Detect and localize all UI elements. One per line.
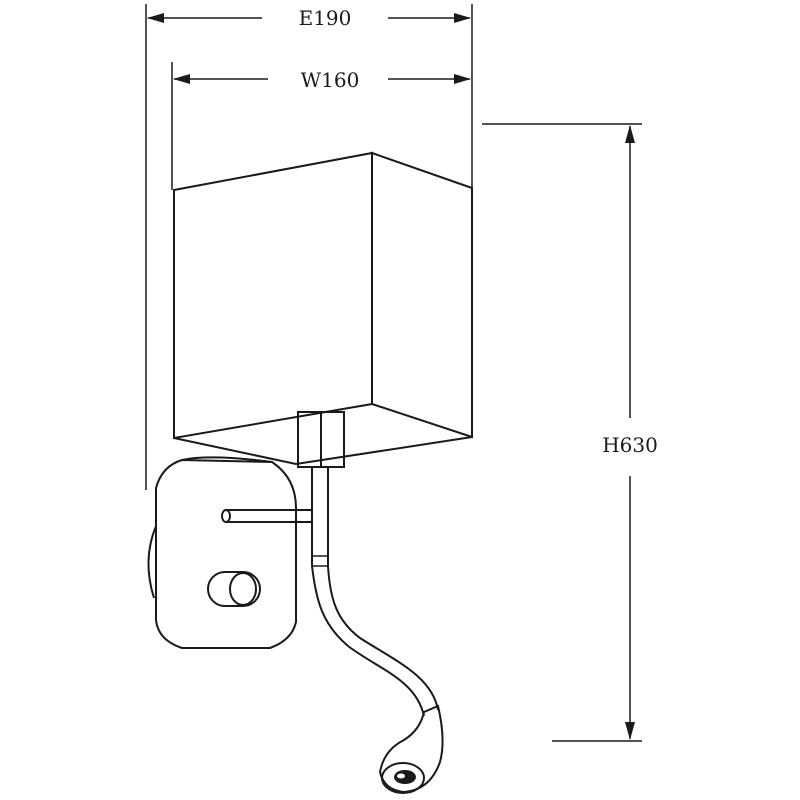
reading-light-head xyxy=(378,704,444,794)
switch-knob xyxy=(229,572,257,606)
label-e190: E190 xyxy=(299,6,352,30)
dimension-w160: W160 xyxy=(171,62,471,190)
gooseneck-right-edge xyxy=(327,565,439,711)
reading-head-lens-rim xyxy=(381,762,425,794)
backplate-outline xyxy=(155,458,297,649)
reading-head-body xyxy=(378,704,444,794)
connecting-arm-end xyxy=(221,509,231,523)
arrowhead-w-right xyxy=(454,74,471,84)
backplate-rear-rim xyxy=(181,456,273,463)
reading-head-lens-highlight xyxy=(397,773,405,779)
shade-side-face xyxy=(371,151,473,439)
arrowhead-e-right xyxy=(454,13,471,23)
label-h630: H630 xyxy=(602,433,658,457)
wall-backplate xyxy=(147,456,312,649)
dimension-h630: H630 xyxy=(482,123,658,742)
rocker-switch xyxy=(207,571,261,607)
arrowhead-w-left xyxy=(173,74,190,84)
gooseneck-left-edge xyxy=(311,565,425,717)
arrowhead-h-top xyxy=(625,125,635,143)
dimension-e190: E190 xyxy=(145,4,473,490)
gooseneck-arm xyxy=(311,565,439,717)
lamp-stem xyxy=(297,411,345,567)
switch-body xyxy=(207,571,261,607)
label-w160: W160 xyxy=(301,68,360,92)
shade-front-face xyxy=(173,151,373,440)
shade-bottom-edge xyxy=(173,436,473,466)
reading-head-lens xyxy=(394,770,416,784)
arrowhead-h-bottom xyxy=(625,722,635,740)
arrowhead-e-left xyxy=(147,13,164,23)
backplate-back-edge xyxy=(147,525,157,599)
lamp-shade xyxy=(173,151,473,466)
